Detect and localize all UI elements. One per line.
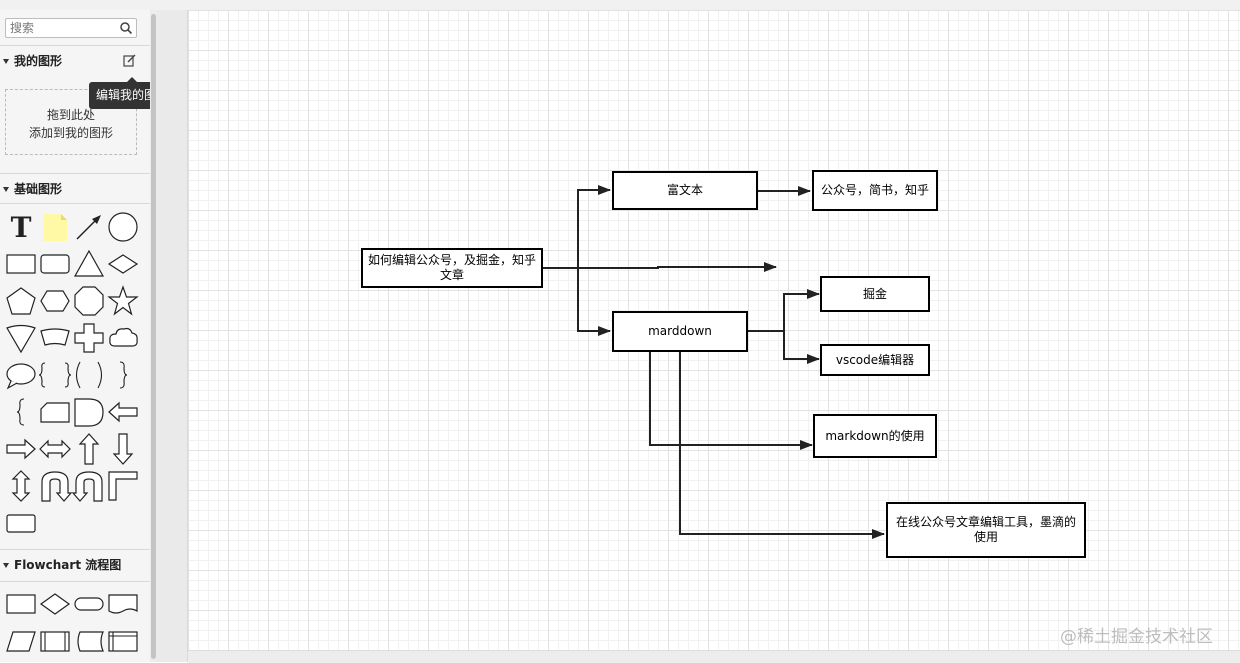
connector-main-to-rich-text[interactable]	[542, 185, 611, 269]
node-online-tool[interactable]: 在线公众号文章编辑工具，墨滴的使用	[886, 502, 1086, 558]
connector-markdown-to-juejin[interactable]	[747, 289, 820, 332]
shapes-sidebar: 我的图形 拖到此处 添加到我的图形 基础图形 T	[0, 10, 151, 662]
double-arrow-shape-icon[interactable]	[38, 432, 72, 466]
divider	[0, 45, 150, 46]
my-shapes-drop-zone[interactable]: 拖到此处 添加到我的图形	[5, 89, 137, 155]
search-box	[5, 18, 137, 38]
node-label: marddown	[648, 324, 712, 338]
tape-shape-icon[interactable]	[38, 321, 72, 355]
collapse-triangle-icon	[3, 187, 9, 192]
left-arrow-shape-icon[interactable]	[106, 395, 140, 429]
section-title: Flowchart 流程图	[14, 558, 122, 572]
octagon-shape-icon[interactable]	[72, 284, 106, 318]
section-title: 基础图形	[14, 182, 63, 196]
delay-shape-icon[interactable]	[72, 395, 106, 429]
collapse-triangle-icon	[3, 563, 9, 568]
connector-layer	[542, 185, 885, 539]
node-label: 公众号，简书，知乎	[820, 183, 929, 197]
up-arrow-shape-icon[interactable]	[72, 432, 106, 466]
node-markdown-usage[interactable]: markdown的使用	[813, 414, 937, 458]
node-label: 如何编辑公众号，及掘金，知乎文章	[367, 253, 536, 282]
node-platforms[interactable]: 公众号，简书，知乎	[812, 170, 938, 211]
down-arrow-shape-icon[interactable]	[106, 432, 140, 466]
u-turn-arrow-shape-icon[interactable]	[38, 469, 72, 503]
curly-braces-shape-icon[interactable]	[38, 358, 72, 392]
right-arrow-shape-icon[interactable]	[4, 432, 38, 466]
rectangle-shape-icon[interactable]	[4, 247, 38, 281]
connector-markdown-to-online-tool[interactable]	[679, 352, 885, 539]
node-juejin[interactable]: 掘金	[820, 276, 930, 312]
section-header-my-shapes[interactable]: 我的图形	[0, 48, 150, 74]
decision-shape-icon[interactable]	[38, 587, 72, 621]
canvas-gutter	[157, 10, 188, 662]
section-title: 我的图形	[14, 54, 63, 68]
collapse-triangle-icon	[3, 59, 9, 64]
node-label: 在线公众号文章编辑工具，墨滴的使用	[895, 515, 1076, 544]
node-label: markdown的使用	[825, 428, 925, 443]
divider	[0, 549, 150, 550]
section-header-basic-shapes[interactable]: 基础图形	[0, 176, 150, 202]
watermark-text: @稀土掘金技术社区	[1060, 627, 1213, 647]
star-shape-icon[interactable]	[106, 284, 140, 318]
card-shape-icon[interactable]	[38, 395, 72, 429]
inverted-cone-shape-icon[interactable]	[4, 321, 38, 355]
parentheses-shape-icon[interactable]	[72, 358, 106, 392]
search-input[interactable]	[6, 19, 122, 37]
document-shape-icon[interactable]	[106, 587, 140, 621]
connector-main-to-markdown[interactable]	[577, 268, 611, 336]
divider	[0, 203, 150, 204]
cross-shape-icon[interactable]	[72, 321, 106, 355]
rounded-rectangle-shape-icon[interactable]	[38, 247, 72, 281]
speech-bubble-shape-icon[interactable]	[4, 358, 38, 392]
divider	[0, 173, 150, 174]
node-vscode[interactable]: vscode编辑器	[820, 344, 930, 376]
stored-data-shape-icon[interactable]	[72, 624, 106, 658]
right-brace-shape-icon[interactable]	[106, 358, 140, 392]
edit-icon[interactable]	[123, 54, 136, 67]
corner-shape-icon[interactable]	[106, 469, 140, 503]
node-label: vscode编辑器	[835, 352, 915, 367]
circle-shape-icon[interactable]	[106, 210, 140, 244]
connector-markdown-to-vscode[interactable]	[783, 331, 820, 364]
left-brace-shape-icon[interactable]	[4, 395, 38, 429]
note-shape-icon[interactable]	[38, 210, 72, 244]
node-main-topic[interactable]: 如何编辑公众号，及掘金，知乎文章	[361, 248, 543, 288]
node-label: 掘金	[862, 286, 887, 301]
search-icon[interactable]	[119, 21, 133, 35]
internal-storage-shape-icon[interactable]	[106, 624, 140, 658]
text-shape-icon[interactable]: T	[4, 210, 38, 244]
drop-zone-text-line1: 拖到此处	[46, 108, 95, 122]
cloud-shape-icon[interactable]	[106, 321, 140, 355]
diamond-shape-icon[interactable]	[106, 247, 140, 281]
divider	[0, 581, 150, 582]
process-shape-icon[interactable]	[4, 587, 38, 621]
node-label: 富文本	[666, 183, 703, 197]
diagram-canvas[interactable]: 如何编辑公众号，及掘金，知乎文章 富文本 公众号，简书，知乎 marddown …	[188, 10, 1240, 650]
rounded-rectangle-shape-icon[interactable]	[4, 506, 38, 540]
vertical-double-arrow-shape-icon[interactable]	[4, 469, 38, 503]
sidebar-scrollbar-thumb[interactable]	[151, 14, 156, 659]
triangle-shape-icon[interactable]	[72, 247, 106, 281]
canvas-horizontal-scrollbar[interactable]	[188, 650, 1240, 663]
connector-markdown-to-markdown-usage[interactable]	[649, 352, 813, 450]
data-shape-icon[interactable]	[4, 624, 38, 658]
u-turn-arrow-shape-icon[interactable]	[72, 469, 106, 503]
connector-main-to-loose-end[interactable]	[542, 262, 777, 272]
node-markdown[interactable]: marddown	[612, 311, 748, 352]
drop-zone-text-line2: 添加到我的图形	[28, 126, 113, 140]
svg-text:T: T	[11, 211, 32, 244]
arrow-line-icon[interactable]	[72, 210, 106, 244]
section-header-flowchart[interactable]: Flowchart 流程图	[0, 552, 150, 578]
predefined-process-shape-icon[interactable]	[38, 624, 72, 658]
pentagon-shape-icon[interactable]	[4, 284, 38, 318]
hexagon-shape-icon[interactable]	[38, 284, 72, 318]
terminator-shape-icon[interactable]	[72, 587, 106, 621]
node-rich-text[interactable]: 富文本	[612, 171, 758, 210]
